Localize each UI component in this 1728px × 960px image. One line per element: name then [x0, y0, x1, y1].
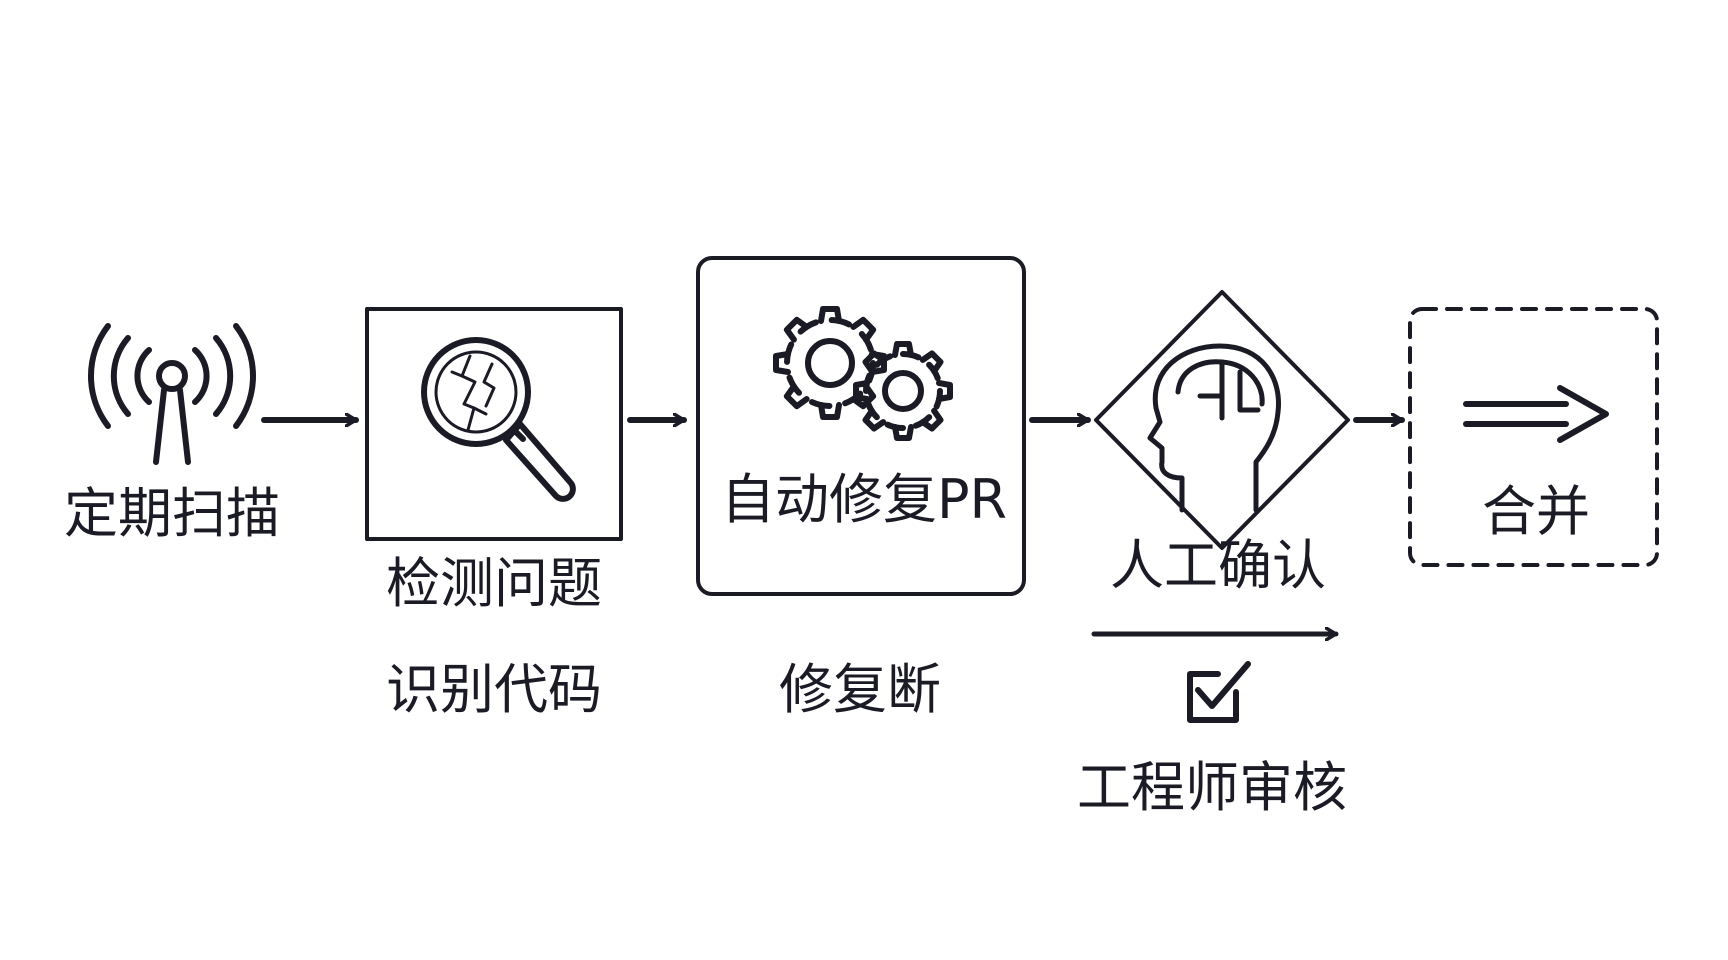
antenna-icon [88, 323, 256, 465]
double-arrow-icon [1463, 385, 1609, 443]
scan-label: 定期扫描 [64, 482, 280, 545]
autofix-label: 自动修复PR [720, 468, 1008, 531]
head-brain-icon [1147, 343, 1281, 513]
merge-box [1408, 307, 1659, 567]
checkbox-checked-icon [1187, 661, 1251, 723]
autofix-sublabel: 修复断 [779, 658, 941, 721]
gears-icon [773, 306, 953, 441]
autofix-box [696, 256, 1026, 596]
detect-box [365, 307, 623, 541]
detect-label: 检测问题 [386, 552, 602, 615]
detect-sublabel: 识别代码 [386, 658, 602, 721]
merge-label: 合并 [1482, 480, 1590, 543]
confirm-label: 人工确认 [1110, 534, 1326, 597]
magnifier-crack-icon [421, 337, 576, 502]
confirm-sublabel: 工程师审核 [1077, 756, 1347, 819]
